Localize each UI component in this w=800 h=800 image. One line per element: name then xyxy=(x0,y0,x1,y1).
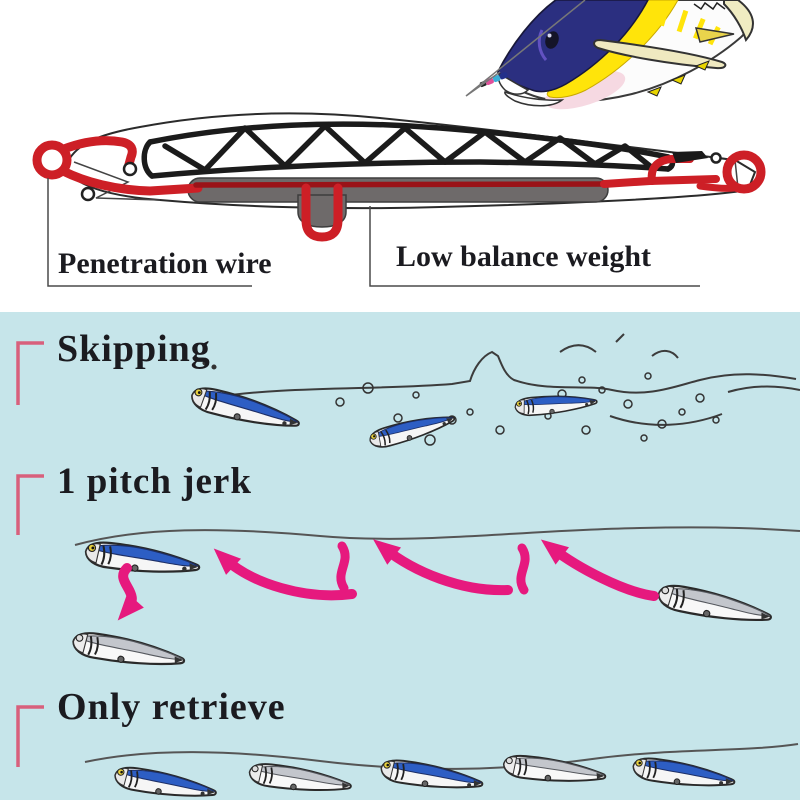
scene-pitch-jerk xyxy=(70,526,800,673)
arrow-twitch-1 xyxy=(336,541,350,593)
tuna-illustration xyxy=(465,0,754,110)
low-balance-weight-label: Low balance weight xyxy=(396,240,651,273)
arrow-sweep-2 xyxy=(373,539,513,596)
label-leader-lines xyxy=(47,178,700,287)
jerk-arrows xyxy=(117,539,659,621)
tail-clip xyxy=(672,151,708,163)
arrow-sink-down xyxy=(117,563,144,621)
bracket-skipping xyxy=(16,341,44,405)
section-title-only-retrieve: Only retrieve xyxy=(57,686,286,728)
penetration-wire-label: Penetration wire xyxy=(58,247,272,280)
scene-only-retrieve xyxy=(84,743,799,800)
section-title-pitch-jerk: 1 pitch jerk xyxy=(57,461,252,502)
internal-truss xyxy=(141,121,676,179)
penetration-wire xyxy=(32,136,766,242)
arrow-sweep-3 xyxy=(540,539,659,601)
section-brackets xyxy=(16,341,44,767)
lure-cross-section xyxy=(32,112,766,287)
water-surface-skipping xyxy=(209,333,800,426)
bracket-only-retrieve xyxy=(16,705,44,767)
section-title-skipping: Skipping xyxy=(57,328,211,370)
water-surface-jerk xyxy=(74,526,800,546)
bracket-pitch-jerk xyxy=(16,474,44,535)
scene-skipping xyxy=(188,333,800,453)
arrow-twitch-2 xyxy=(516,543,530,595)
fishing-line xyxy=(465,0,586,97)
arrow-sweep-1 xyxy=(213,548,357,601)
splash-bubbles xyxy=(202,360,720,446)
